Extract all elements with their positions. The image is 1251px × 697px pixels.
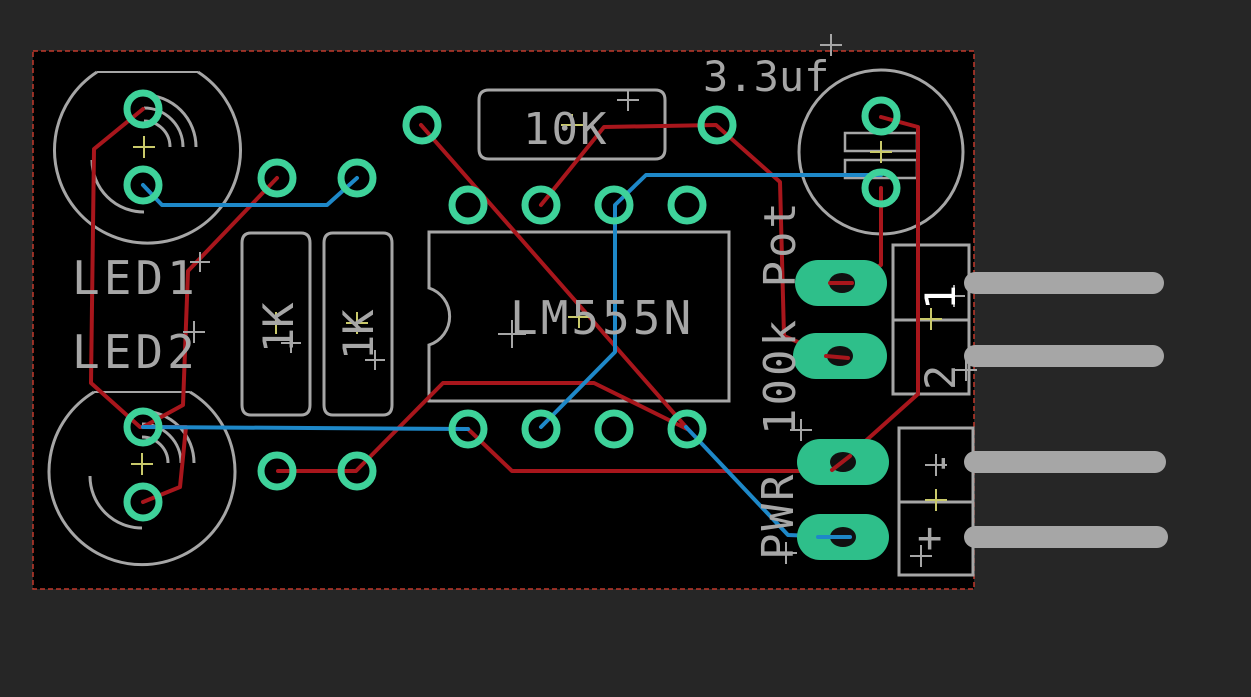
label-led2: LED2: [72, 325, 199, 379]
r2-body: [322, 231, 394, 417]
cap-pad-minus: [861, 168, 901, 208]
r3-pad-2: [697, 105, 737, 145]
led2-pad-k: [123, 482, 163, 522]
top-traces: [89, 107, 920, 504]
ic-pad-1: [448, 409, 488, 449]
label-r2: 1K: [334, 309, 383, 360]
ic-pad-2: [521, 409, 561, 449]
label-ic: LM555N: [510, 291, 694, 345]
led2-pad-a: [123, 407, 163, 447]
r3-pad-1: [402, 105, 442, 145]
origin-markers: [183, 34, 977, 567]
ic-pad-4: [667, 409, 707, 449]
label-plus: +: [917, 513, 942, 562]
r1-pad-1: [257, 158, 297, 198]
header-pins: [964, 272, 1168, 548]
connector-text: 1: [916, 285, 965, 310]
label-r1: 1K: [254, 302, 303, 353]
silkscreen-text: LED1 LED2 1K 1K 10K LM555N 3.3uf 100k Po…: [72, 52, 829, 560]
r2-pad-2: [337, 451, 377, 491]
led1-pad-a: [123, 89, 163, 129]
r3-body: [477, 88, 667, 161]
led1-pad-k: [123, 165, 163, 205]
label-minus: -: [916, 451, 965, 476]
r1-pad-2: [257, 451, 297, 491]
ic-pad-8: [448, 185, 488, 225]
label-r3: 10K: [523, 104, 608, 155]
ic-pad-5: [667, 185, 707, 225]
cap-pad-plus: [861, 96, 901, 136]
round-pads: [123, 89, 901, 522]
ic-body: [427, 230, 731, 403]
label-cap: 3.3uf: [703, 52, 829, 101]
ic-pad-3: [594, 409, 634, 449]
label-pot: 100k Pot: [755, 199, 806, 435]
ic-pad-6: [594, 185, 634, 225]
label-led1: LED1: [72, 251, 199, 305]
connector-text-gray: 2 - +: [916, 365, 965, 562]
label-pin1: 1: [916, 285, 965, 310]
r2-pad-1: [337, 158, 377, 198]
board-outline: [32, 50, 975, 590]
r1-body: [240, 231, 312, 417]
ic-pad-7: [521, 185, 561, 225]
label-pwr: PWR: [753, 472, 804, 560]
center-markers: [131, 114, 947, 511]
label-pin2: 2: [916, 365, 965, 390]
